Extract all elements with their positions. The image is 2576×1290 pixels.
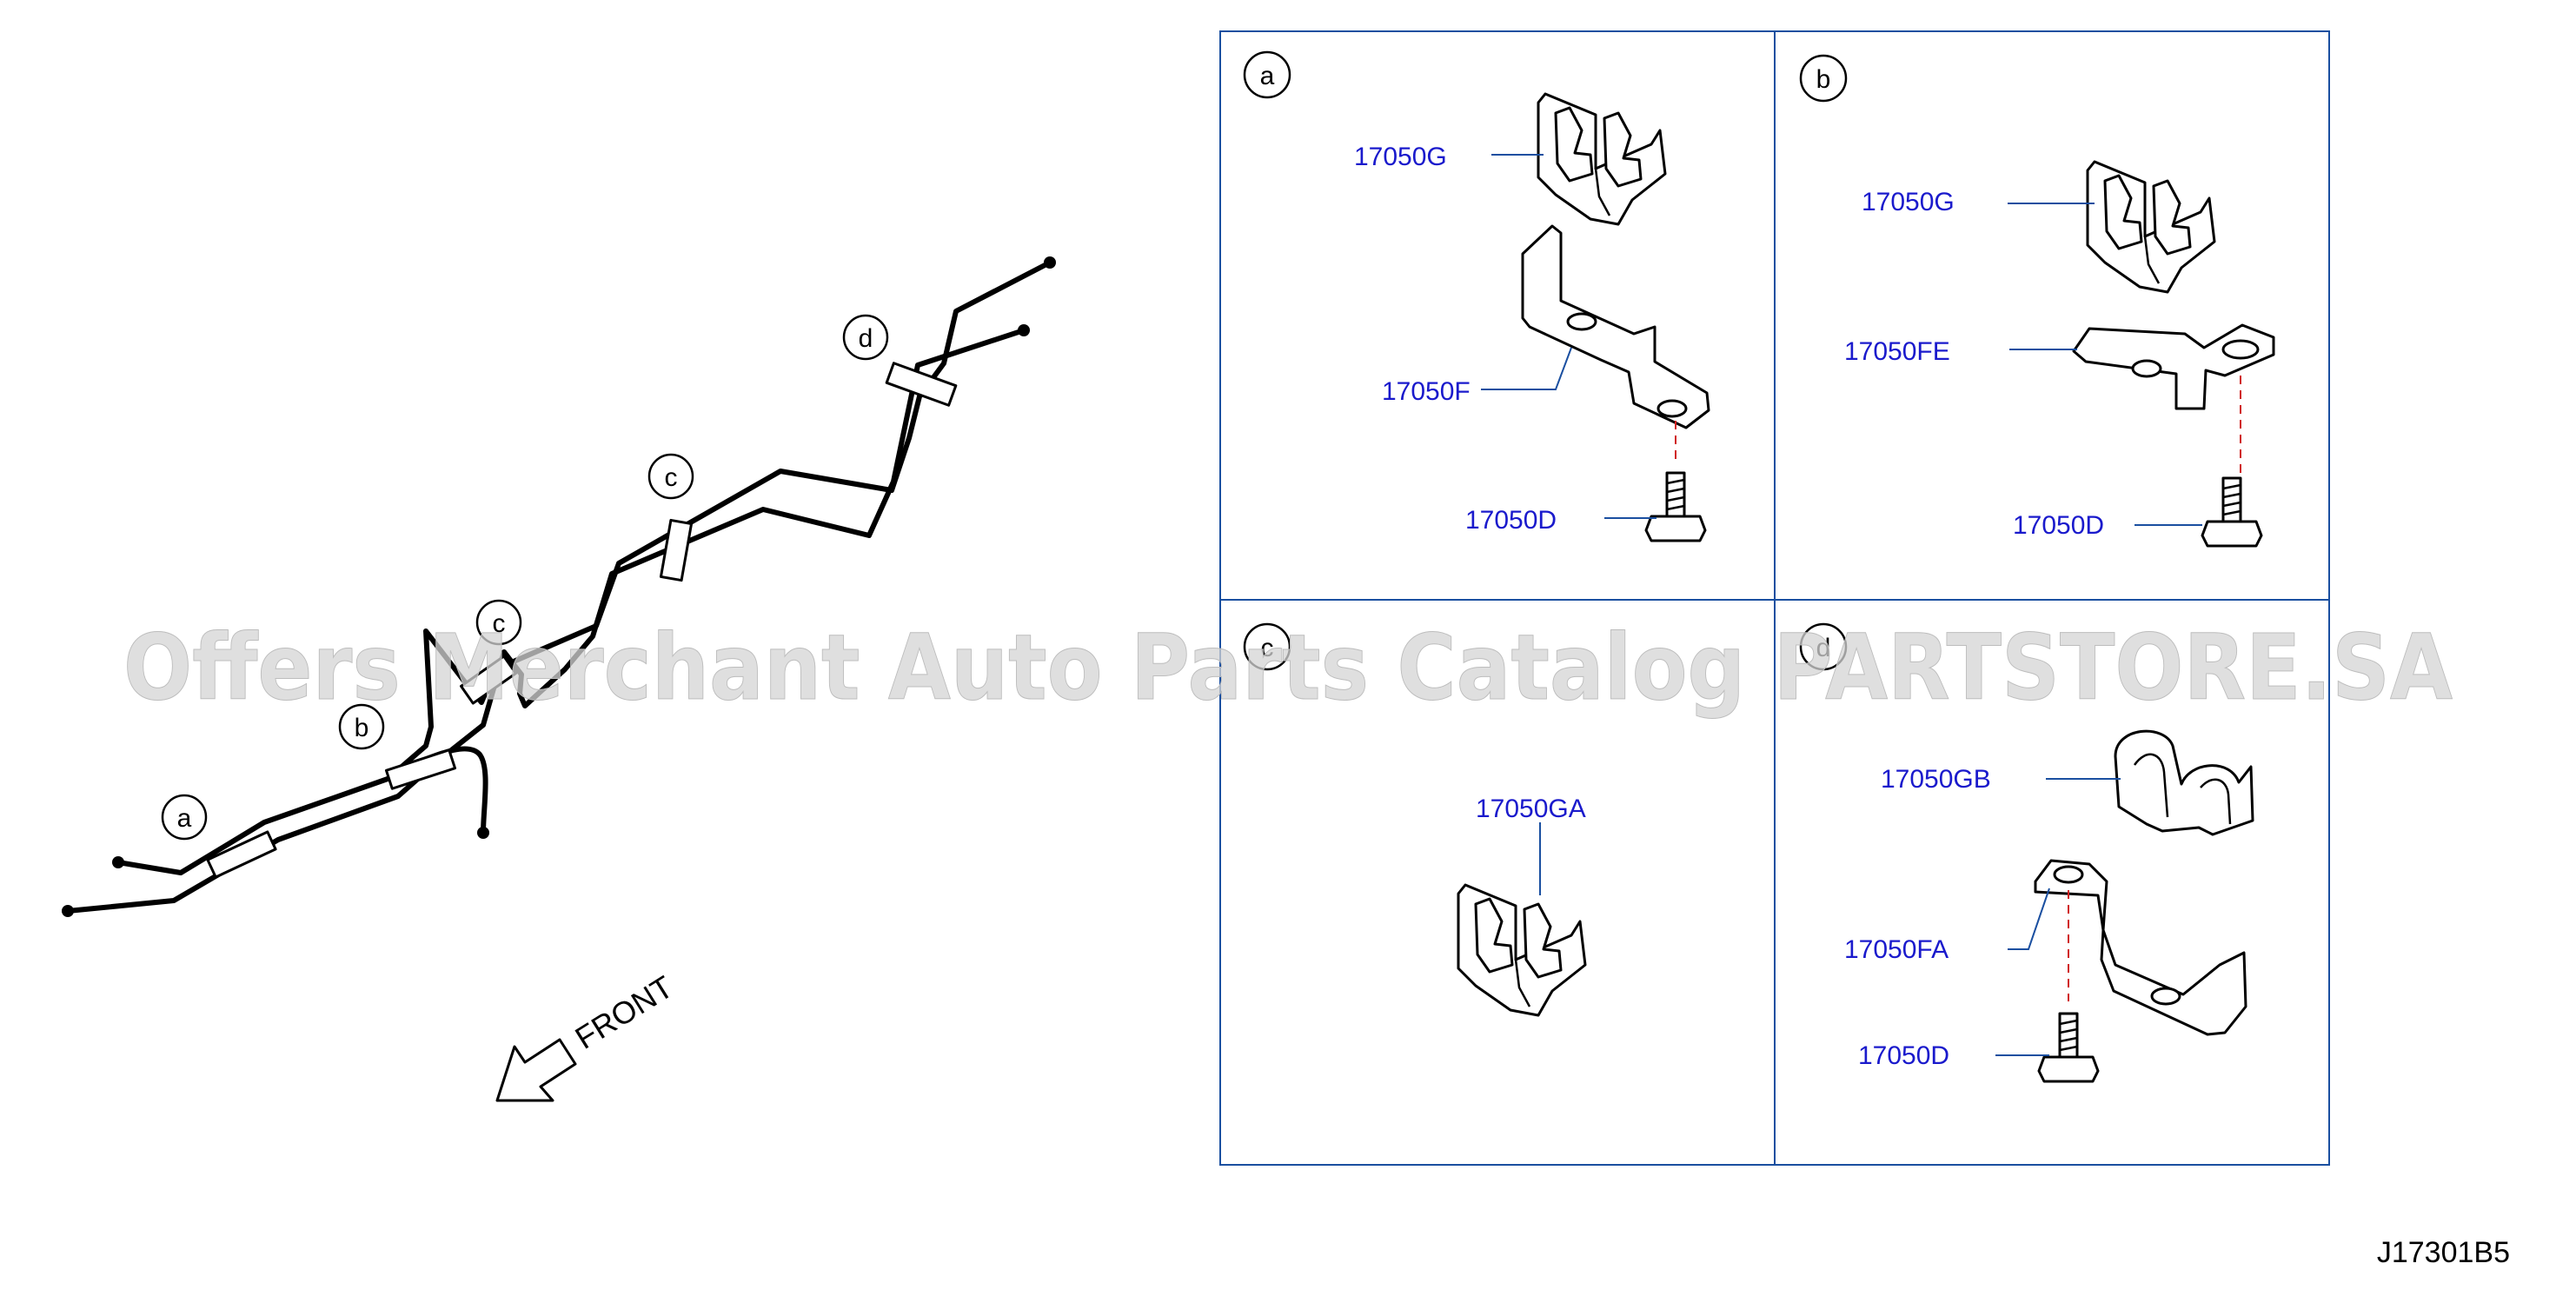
clamp-d-marker (885, 362, 958, 407)
callout-c-upper-circle (647, 453, 694, 500)
leader-17050f (1481, 347, 1572, 390)
panel-c: c 17050GA (1243, 622, 1587, 1017)
leader-17050fa (2008, 888, 2050, 950)
panel-b-tag: b (1816, 65, 1831, 94)
panel-b-tag-circle (1799, 54, 1848, 103)
bolt-17050d-panel-b (2201, 476, 2263, 548)
label-bolt-17050d-b: 17050D (2013, 511, 2104, 540)
callout-a-circle (161, 794, 208, 841)
watermark-text: Offers Merchant Auto Parts Catalog PARTS… (123, 615, 2453, 721)
panel-d-tag-circle (1799, 622, 1848, 671)
panel-d: d 17050GB 17050FA 17050D (1799, 622, 2254, 1083)
fuel-pipe-upper (116, 260, 1052, 875)
panel-a: a 17050G 17050F 17050D (1243, 50, 1710, 542)
bracket-17050f (1521, 224, 1710, 461)
pipe-end (477, 827, 489, 839)
clip-17050ga (1457, 883, 1587, 1017)
label-bracket-17050fe: 17050FE (1844, 337, 1950, 366)
label-clip-17050g-b: 17050G (1862, 188, 1955, 216)
front-direction-arrow: FRONT (495, 968, 680, 1102)
callout-b-circle (338, 703, 385, 750)
clip-17050g-panel-a (1537, 92, 1667, 226)
label-bolt-17050d-a: 17050D (1465, 506, 1557, 535)
panel-c-tag: c (1261, 634, 1274, 662)
label-clip-17050ga: 17050GA (1476, 795, 1586, 823)
panel-c-tag-circle (1243, 622, 1291, 671)
label-clip-17050g-a: 17050G (1354, 143, 1447, 171)
bracket-17050fa (2034, 859, 2247, 1036)
callout-a-text: a (177, 804, 192, 833)
label-bracket-17050f: 17050F (1382, 377, 1471, 406)
callout-d-circle (842, 314, 889, 361)
clip-17050gb (2114, 729, 2254, 836)
panel-a-tag-circle (1243, 50, 1291, 99)
diagram-id: J17301B5 (2377, 1236, 2510, 1269)
clamp-a-marker (206, 830, 277, 879)
pipe-end (112, 856, 124, 868)
panel-a-tag: a (1260, 62, 1275, 90)
clamp-c-marker-lower (460, 655, 517, 705)
bolt-17050d-panel-a (1644, 471, 1707, 542)
clamp-c-marker-upper (659, 518, 694, 582)
panel-b: b 17050G 17050FE 17050D (1799, 54, 2275, 548)
panel-d-tag: d (1816, 634, 1831, 662)
clamp-b-marker (384, 748, 457, 790)
label-clip-17050gb: 17050GB (1881, 765, 1991, 794)
callout-c-lower-circle (475, 599, 522, 646)
callout-c-lower-text: c (493, 609, 506, 638)
pipe-end (62, 905, 74, 917)
pipe-end (1018, 324, 1030, 336)
front-arrow-icon (495, 1038, 577, 1102)
callout-c-upper-text: c (665, 463, 678, 492)
callout-d-text: d (859, 324, 873, 353)
detail-panels (1219, 30, 2330, 1166)
label-bolt-17050d-d: 17050D (1858, 1041, 1949, 1070)
bracket-17050fe (2072, 323, 2275, 475)
pipe-end (1044, 256, 1056, 269)
label-bracket-17050fa: 17050FA (1844, 935, 1949, 964)
fuel-pipe-lower (65, 328, 1026, 914)
callout-b-text: b (355, 714, 369, 742)
front-label: FRONT (569, 968, 680, 1055)
clip-17050g-panel-b (2086, 160, 2216, 294)
bolt-17050d-panel-d (2037, 1012, 2100, 1083)
